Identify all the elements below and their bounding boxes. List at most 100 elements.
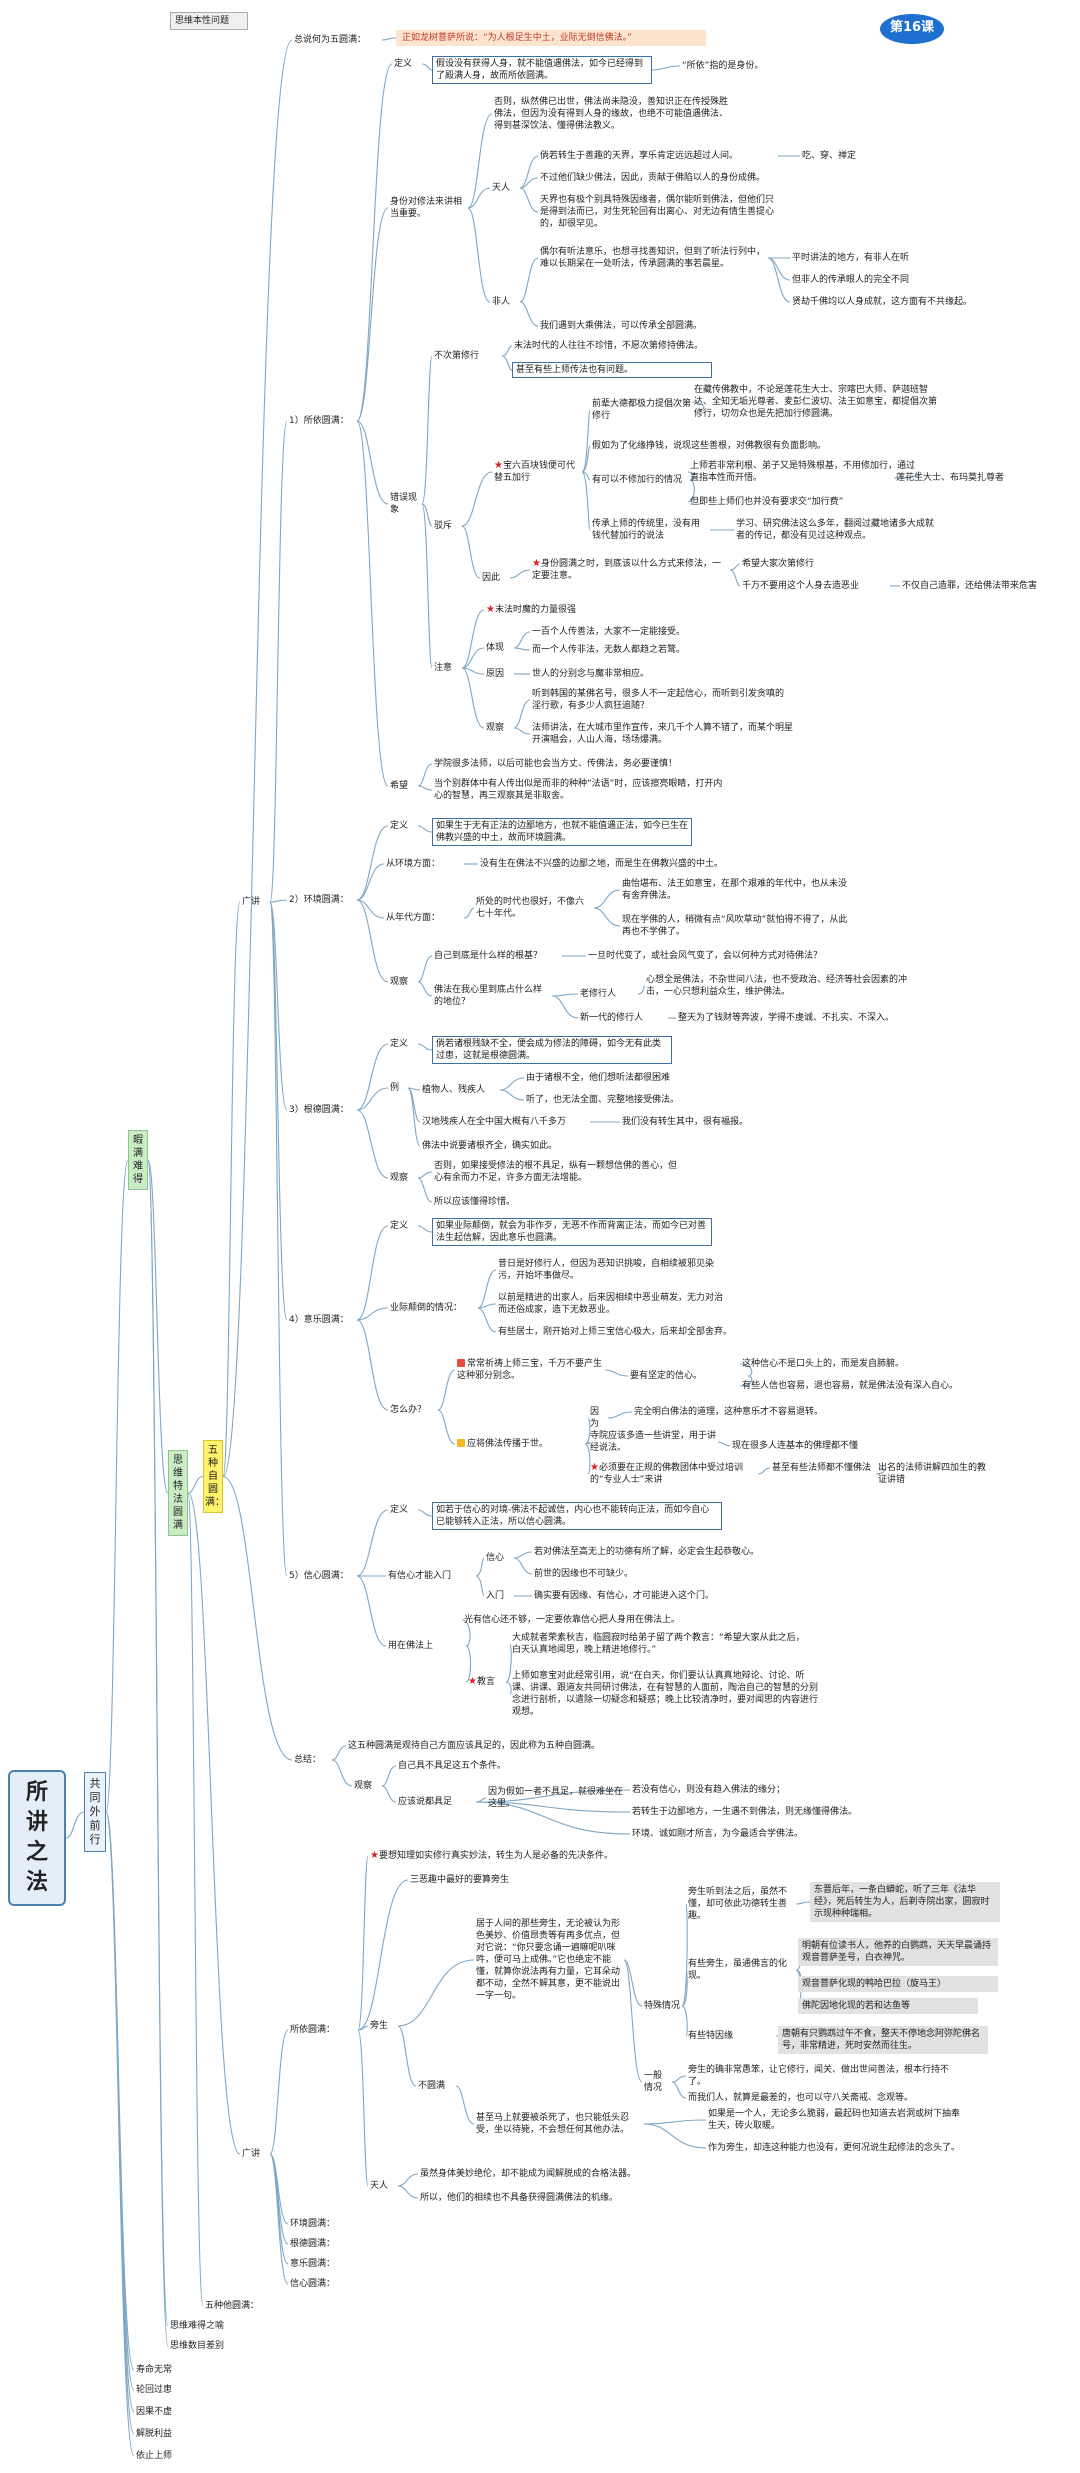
- node-p1-tf1b[interactable]: 千万不要用这个人身去造恶业: [740, 580, 890, 592]
- box-p5-def[interactable]: 如若于信心的对境-佛法不起诚信，内心也不能转向正法，而如今自心已能够转入正法，所…: [432, 1502, 722, 1530]
- node-p4-def[interactable]: 定义: [388, 1220, 418, 1232]
- node-special-endowments[interactable]: 思维特法圆满: [168, 1450, 188, 1536]
- node-g-animals[interactable]: 旁生: [368, 2020, 398, 2032]
- node-p1-meaning[interactable]: “所依”指的是身份。: [680, 60, 820, 72]
- node-p4-how1a[interactable]: 要有坚定的信心。: [628, 1370, 748, 1382]
- node-p1-masters[interactable]: 前辈大德都极力提倡次第修行: [590, 398, 700, 422]
- node-p5-enter-text[interactable]: 确实要有因缘、有信心，才可能进入这个门。: [532, 1590, 792, 1602]
- node-p1-ex1[interactable]: 上师若非常利根、弟子又是特殊根基，不用修加行，通过直指本性而开悟。: [688, 460, 918, 484]
- node-p2-new[interactable]: 新一代的修行人: [578, 1012, 668, 1024]
- node-p4-pro-b[interactable]: 出名的法师讲解四加生的教证讲错: [876, 1462, 996, 1486]
- node-p1-refute[interactable]: 驳斥: [432, 520, 462, 532]
- node-five-self-endowments[interactable]: 五种自圆满：: [203, 1440, 225, 1513]
- node-g-gen1[interactable]: 旁生的确非常愚笨，让它修行，闻关、做出世间善法，根本行持不了。: [686, 2064, 966, 2088]
- root-node[interactable]: 所讲之法: [8, 1770, 66, 1906]
- node-p4-inverted[interactable]: 业际颠倒的情况：: [388, 1302, 478, 1314]
- node-p4-because[interactable]: 因为: [588, 1406, 608, 1430]
- node-p1-exception[interactable]: 有可以不修加行的情况: [590, 474, 690, 486]
- node-g-sp2[interactable]: 有些旁生，虽通佛言的化现。: [686, 1958, 796, 1982]
- node-p1-otherwise[interactable]: 否则，纵然佛已出世，佛法尚未隐没，善知识正在传授殊胜佛法，但因为没有得到人身的缘…: [492, 96, 732, 132]
- node-p1-observe[interactable]: 观察: [484, 722, 514, 734]
- node-p3-def[interactable]: 定义: [388, 1038, 418, 1050]
- node-karma[interactable]: 因果不虚: [134, 2406, 194, 2418]
- node-p3-example[interactable]: 例: [388, 1082, 408, 1094]
- node-p1-mara[interactable]: ★末法时魔的力量很强: [484, 604, 634, 616]
- node-g-animals-best[interactable]: 三恶趣中最好的要算旁生: [408, 1874, 568, 1886]
- node-g-sp2b[interactable]: 观音菩萨化现的鸭哈巴拉（旋马王）: [798, 1976, 998, 1992]
- node-impermanence[interactable]: 寿命无常: [134, 2364, 194, 2376]
- node-g-intent[interactable]: 意乐圆满：: [288, 2258, 358, 2270]
- node-p1-suppose[interactable]: 假如为了化缘挣钱，说现这些善根，对佛教很有负面影响。: [590, 440, 890, 452]
- node-p1-errors[interactable]: 错误现象: [388, 492, 422, 516]
- node-p2[interactable]: 2）环境圆满：: [287, 894, 357, 906]
- node-p5-f1[interactable]: 若对佛法至高无上的功德有所了解，必定会生起恭敬心。: [532, 1546, 812, 1558]
- node-detail[interactable]: 广讲: [240, 896, 270, 908]
- node-p1-nh1c[interactable]: 贤劫千佛均以人身成就，这方面有不共缘起。: [790, 296, 1020, 308]
- node-p3-china[interactable]: 汉地残疾人在全中国大概有八千多万: [420, 1116, 590, 1128]
- node-p4-inv3[interactable]: 有些居士，刚开始对上师三宝信心极大，后来却全部舍弃。: [496, 1326, 756, 1338]
- node-p1-manifest[interactable]: 体现: [484, 642, 514, 654]
- node-g-special[interactable]: 特殊情况: [642, 2000, 682, 2012]
- node-detail-2[interactable]: 广讲: [240, 2148, 270, 2160]
- node-p1-tf1c[interactable]: 不仅自己造罪，还给佛法带来危害: [900, 580, 1070, 592]
- node-p2-era[interactable]: 从年代方面：: [384, 912, 464, 924]
- node-p3-d1[interactable]: 由于诸根不全，他们想听法都很困难: [524, 1072, 734, 1084]
- node-p1-therefore[interactable]: 因此: [480, 572, 510, 584]
- node-p1-hope[interactable]: 希望: [388, 780, 418, 792]
- node-p5[interactable]: 5）信心圆满：: [287, 1570, 357, 1582]
- node-summary[interactable]: 总结：: [292, 1754, 332, 1766]
- node-summary-obs2[interactable]: 应该说都具足: [396, 1796, 476, 1808]
- node-p3-observe[interactable]: 观察: [388, 1172, 418, 1184]
- node-numbers[interactable]: 思维数目差别: [168, 2340, 248, 2352]
- node-p1-mf1[interactable]: 一百个人传善法，大家不一定能接受。: [530, 626, 760, 638]
- node-summary-obs1[interactable]: 自己具不具足这五个条件。: [396, 1760, 556, 1772]
- node-p1-devas[interactable]: 天人: [490, 182, 520, 194]
- node-p5-def[interactable]: 定义: [388, 1504, 418, 1516]
- node-p4-hall-a[interactable]: 现在很多人连基本的佛理都不懂: [730, 1440, 930, 1452]
- node-g-sp2a[interactable]: 明朝有位读书人，他养的白鹦鹉，天天早晨诵持观音菩萨圣号，白衣神咒。: [798, 1938, 998, 1966]
- node-p2-env[interactable]: 从环境方面：: [384, 858, 464, 870]
- node-g-inc-a[interactable]: 如果是一个人，无论多么脆弱，最起码也知道去岩洞或树下抽奉生天，砖火取暖。: [706, 2108, 966, 2132]
- node-p1-ex1b[interactable]: 莲花生大士、布玛莫扎尊者: [894, 472, 1034, 484]
- node-g-inc-text[interactable]: 甚至马上就要被杀死了，也只能低头忍受，坐以待毙，不会想任何其他办法。: [474, 2112, 644, 2136]
- node-p1-reason-text[interactable]: 世人的分别念与魔非常相应。: [530, 668, 750, 680]
- node-p1-nh1a[interactable]: 平时讲法的地方，有非人在听: [790, 252, 950, 264]
- node-p2-env-text[interactable]: 没有生在佛法不兴盛的边鄙之地，而是生在佛教兴盛的中土。: [478, 858, 778, 870]
- node-g-sp3a[interactable]: 唐朝有只鹦鹉过午不食，整天不停地念阿弥陀佛名号，非常精进，死时安然而往生。: [778, 2026, 988, 2054]
- node-p1-deva2[interactable]: 不过他们缺少佛法，因此，贡献于佛陷以人的身份成佛。: [538, 172, 798, 184]
- node-p5-advice[interactable]: ★教言: [466, 1676, 506, 1688]
- node-p4-how1b[interactable]: 这种信心不是口头上的，而是发自肺腑。: [740, 1358, 940, 1370]
- node-p1-attention[interactable]: 注意: [432, 662, 462, 674]
- node-p3-disabled[interactable]: 植物人、残疾人: [420, 1084, 500, 1096]
- node-g-env[interactable]: 环境圆满：: [288, 2218, 358, 2230]
- node-p1-hope2[interactable]: 当个别群体中有人传出似是而非的种种“法语”时，应该擦亮眼睛，打开内心的智慧，再三…: [432, 778, 732, 802]
- node-g-sp1a[interactable]: 东晋后年，一条白蟒蛇，听了三年《法华经》，死后转生为人，后剃寺院出家，圆寂时示现…: [810, 1882, 1000, 1922]
- node-p5-apply1[interactable]: 光有信心还不够，一定要依靠信心把人身用在佛法上。: [462, 1614, 762, 1626]
- node-leisure-difficult[interactable]: 暇满难得: [128, 1130, 148, 1190]
- node-five-other-endowments[interactable]: 五种他圆满：: [203, 2300, 273, 2312]
- node-g-animals-text[interactable]: 居于人间的那些旁生，无论被认为形色美妙、价值昂贵等有再多优点，但对它说：“你只要…: [474, 1918, 624, 2002]
- header-label[interactable]: 思维本性问题: [170, 12, 248, 30]
- node-g-incomplete[interactable]: 不圆满: [416, 2080, 456, 2092]
- node-p4-howto[interactable]: 怎么办？: [388, 1404, 438, 1416]
- node-p3-obs1[interactable]: 否则，如果接受修法的根不具足，纵有一颗想信佛的善心，但心有余而力不足，许多方面无…: [432, 1160, 682, 1184]
- box-p4-def[interactable]: 如果业际颠倒，就会为非作歹，无恶不作而背离正法，而如今已对善法生起信解，因此意乐…: [432, 1218, 712, 1246]
- node-p1-ex2[interactable]: 但即些上师们也并没有要求交“加行费”: [688, 496, 918, 508]
- node-g-sp2c[interactable]: 佛陀因地化现的若和达鱼等: [798, 1998, 978, 2014]
- node-summary-observe[interactable]: 观察: [352, 1780, 382, 1792]
- node-p1-nh1b[interactable]: 但非人的传承眼人的完全不同: [790, 274, 950, 286]
- node-g-basis[interactable]: 所依圆满：: [288, 2024, 358, 2036]
- node-p1-mf2[interactable]: 而一个人传非法，无数人都趋之若鹜。: [530, 644, 760, 656]
- node-p2-observe[interactable]: 观察: [388, 976, 418, 988]
- node-p5-f2[interactable]: 前世的因缘也不可缺少。: [532, 1568, 702, 1580]
- box-p2-def[interactable]: 如果生于无有正法的边鄙地方，也就不能值遇正法，如今已生在佛教兴盛的中土，故而环境…: [432, 818, 692, 846]
- node-p4-pro-a[interactable]: 甚至有些法师都不懂佛法: [770, 1462, 880, 1474]
- node-p2-era1b[interactable]: 现在学佛的人，稍微有点“风吹草动”就怕得不得了，从此再也不学佛了。: [620, 914, 850, 938]
- node-g-gen2[interactable]: 而我们人，就算是最差的，也可以守八关斋戒、念观等。: [686, 2092, 966, 2104]
- node-p1-tf1a[interactable]: 希望大家次第修行: [740, 558, 880, 570]
- box-p1-nb2[interactable]: 甚至有些上师传法也有问题。: [512, 362, 712, 378]
- node-summary-obs2b[interactable]: 若没有信心，则没有趋入佛法的缘分；: [630, 1784, 870, 1796]
- node-p2-era1a[interactable]: 曲怡堪布、法王如意宝，在那个艰难的年代中，也从未没有舍弃佛法。: [620, 878, 850, 902]
- box-p3-def[interactable]: 倘若诸根残缺不全，便会成为修法的障碍，如今无有此类过患，这就是根德圆满。: [432, 1036, 672, 1064]
- node-g-deva1[interactable]: 虽然身体美妙绝伦，却不能成为闻解脱成的合格法器。: [418, 2168, 718, 2180]
